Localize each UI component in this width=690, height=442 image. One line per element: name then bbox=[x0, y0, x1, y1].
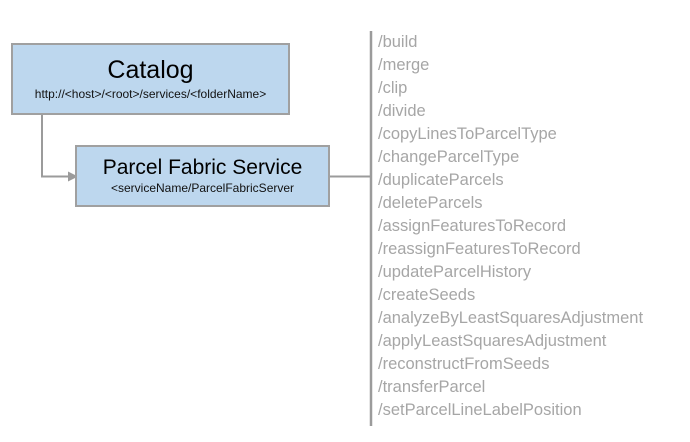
operation-item: /assignFeaturesToRecord bbox=[378, 217, 567, 235]
catalog-title: Catalog bbox=[107, 55, 194, 84]
catalog-url: http://<host>/<root>/services/<folderNam… bbox=[34, 87, 267, 102]
operation-item: /copyLinesToParcelType bbox=[378, 125, 557, 143]
operation-item: /applyLeastSquaresAdjustment bbox=[378, 332, 607, 350]
operation-item: /createSeeds bbox=[378, 286, 476, 304]
operation-item: /reassignFeaturesToRecord bbox=[378, 240, 581, 258]
operation-item: /changeParcelType bbox=[378, 148, 520, 166]
node-catalog: Catalog http://<host>/<root>/services/<f… bbox=[11, 43, 290, 115]
operation-item: /duplicateParcels bbox=[378, 171, 504, 189]
service-title: Parcel Fabric Service bbox=[102, 155, 303, 179]
operation-item: /transferParcel bbox=[378, 378, 486, 396]
node-parcel-fabric-service: Parcel Fabric Service <serviceName/Parce… bbox=[75, 145, 330, 207]
operations-list: /build /merge /clip /divide /copyLinesTo… bbox=[378, 31, 684, 422]
operation-item: /setParcelLineLabelPosition bbox=[378, 401, 582, 419]
operation-item: /updateParcelHistory bbox=[378, 263, 532, 281]
operation-item: /merge bbox=[378, 56, 430, 74]
operation-item: /reconstructFromSeeds bbox=[378, 355, 550, 373]
operation-item: /build bbox=[378, 33, 418, 51]
operation-item: /clip bbox=[378, 79, 408, 97]
operation-item: /deleteParcels bbox=[378, 194, 483, 212]
service-path: <serviceName/ParcelFabricServer bbox=[110, 180, 295, 195]
connector-catalog-to-service bbox=[41, 115, 68, 178]
operation-item: /analyzeByLeastSquaresAdjustment bbox=[378, 309, 644, 327]
operation-item: /divide bbox=[378, 102, 426, 120]
